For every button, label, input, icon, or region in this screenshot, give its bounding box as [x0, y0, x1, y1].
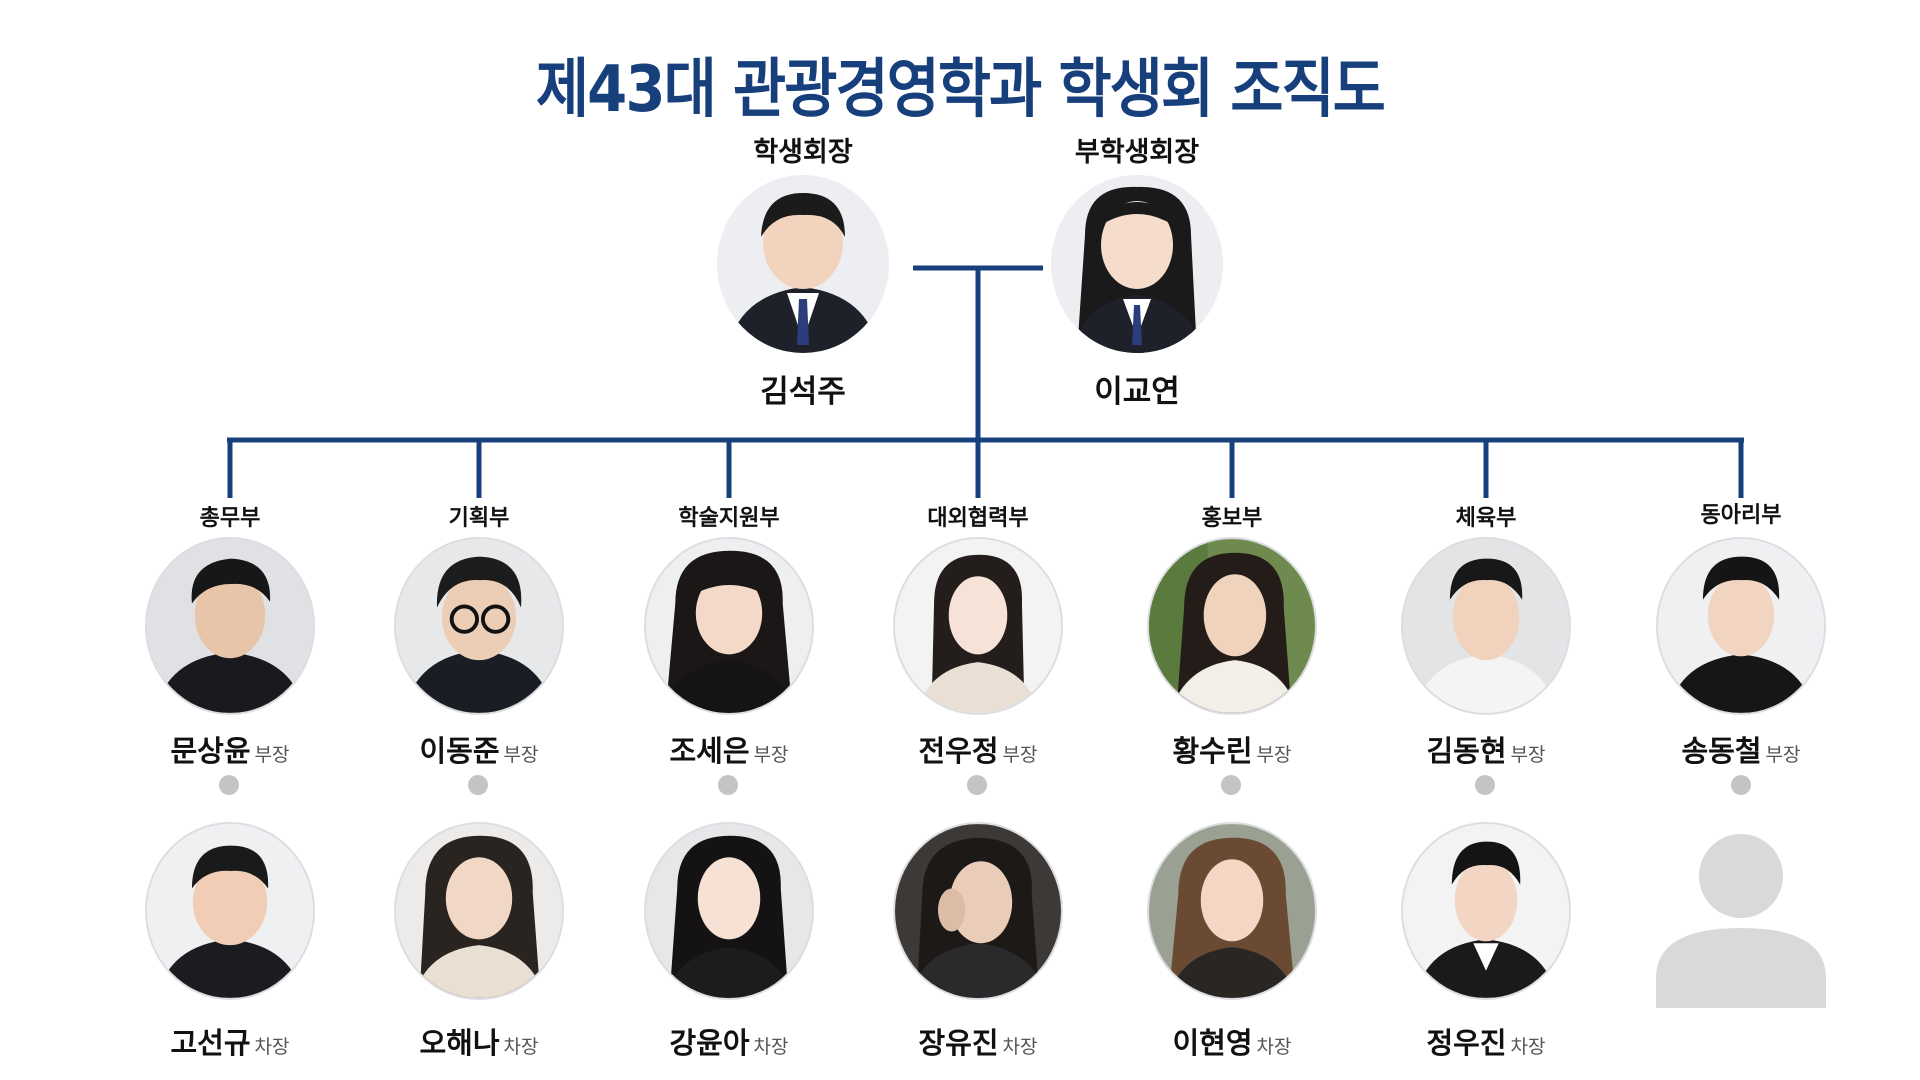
member-name: 황수린	[1172, 734, 1253, 768]
leader-role-vice-president: 부학생회장	[1074, 137, 1200, 168]
female-portrait-icon	[1147, 822, 1317, 1000]
female-portrait-icon	[893, 537, 1063, 715]
female-portrait-icon	[893, 822, 1063, 1000]
member-rank: 부장	[1510, 744, 1546, 766]
leader-name-vice-president: 이교연	[1094, 374, 1180, 410]
member-name: 장유진	[918, 1026, 999, 1060]
member-rank: 부장	[254, 744, 290, 766]
separator-dot	[967, 775, 987, 795]
female-portrait-icon	[1051, 175, 1223, 353]
dept-label-planning: 기획부	[448, 506, 510, 531]
empty-member-placeholder-icon	[1656, 828, 1826, 1008]
male-portrait-icon	[1401, 537, 1571, 715]
member-name: 조세은	[669, 734, 750, 768]
member-rank: 차장	[254, 1036, 290, 1058]
member-rank: 차장	[1256, 1036, 1292, 1058]
member-rank: 부장	[753, 744, 789, 766]
member-rank: 부장	[1765, 744, 1801, 766]
separator-dot	[1731, 775, 1751, 795]
member-rank: 차장	[753, 1036, 789, 1058]
dept-label-public-relations: 홍보부	[1201, 506, 1263, 531]
member-rank: 차장	[1510, 1036, 1546, 1058]
separator-dot	[219, 775, 239, 795]
member-rank: 부장	[1002, 744, 1038, 766]
dept-label-athletics: 체육부	[1455, 506, 1517, 531]
dept-label-external-cooperation: 대외협력부	[927, 506, 1029, 531]
female-portrait-icon	[644, 822, 814, 1000]
member-name: 이동준	[419, 734, 500, 768]
dept-label-general-affairs: 총무부	[199, 506, 261, 531]
separator-dot	[718, 775, 738, 795]
male-portrait-icon	[145, 537, 315, 715]
dept-label-clubs: 동아리부	[1700, 503, 1782, 528]
member-rank: 부장	[503, 744, 539, 766]
member-name: 김동현	[1426, 734, 1507, 768]
member-name: 전우정	[918, 734, 999, 768]
female-portrait-icon	[644, 537, 814, 715]
member-name: 송동철	[1681, 734, 1762, 768]
leader-role-president: 학생회장	[753, 137, 853, 168]
separator-dot	[1221, 775, 1241, 795]
member-name: 고선규	[170, 1026, 251, 1060]
separator-dot	[468, 775, 488, 795]
female-portrait-icon	[394, 822, 564, 1000]
member-name: 오해나	[419, 1026, 500, 1060]
leader-name-president: 김석주	[760, 374, 846, 410]
male-portrait-icon	[394, 537, 564, 715]
member-rank: 차장	[503, 1036, 539, 1058]
member-name: 정우진	[1426, 1026, 1507, 1060]
member-name: 문상윤	[170, 734, 251, 768]
member-rank: 부장	[1256, 744, 1292, 766]
male-portrait-icon	[145, 822, 315, 1000]
male-portrait-icon	[1401, 822, 1571, 1000]
member-name: 강윤아	[669, 1026, 750, 1060]
female-portrait-icon	[1147, 537, 1317, 715]
member-name: 이현영	[1172, 1026, 1253, 1060]
chart-title: 제43대 관광경영학과 학생회 조직도	[535, 53, 1386, 127]
separator-dot	[1475, 775, 1495, 795]
dept-label-academic-support: 학술지원부	[678, 506, 780, 531]
male-portrait-icon	[717, 175, 889, 353]
member-rank: 차장	[1002, 1036, 1038, 1058]
male-portrait-icon	[1656, 537, 1826, 715]
